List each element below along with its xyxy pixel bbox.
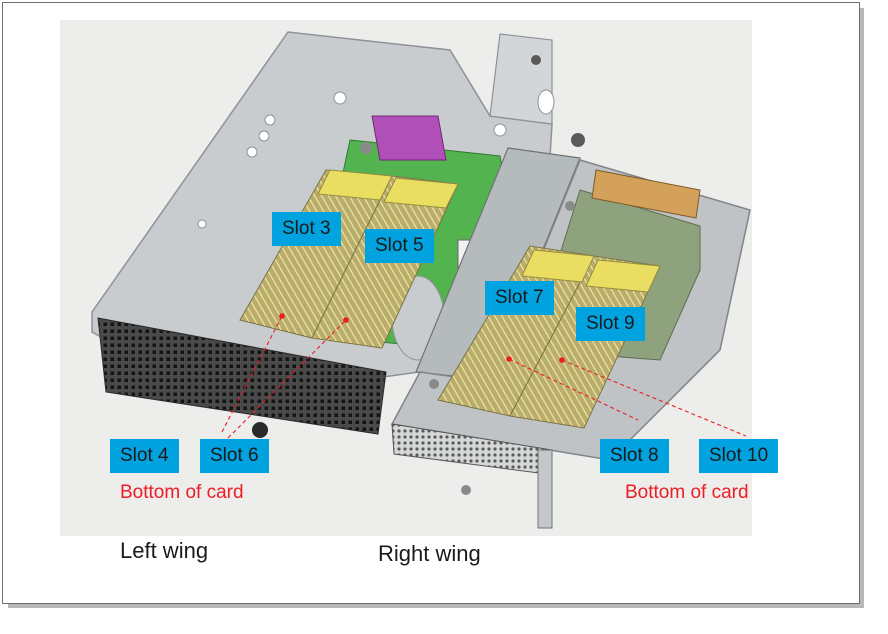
leader-slot-8 [508, 358, 639, 421]
power-connector [371, 115, 447, 161]
slot-6-label: Slot 6 [200, 439, 269, 473]
right-bracket [537, 449, 553, 529]
left-wing-caption: Left wing [120, 538, 209, 563]
leader-slot-4 [221, 315, 283, 433]
cable-strap [591, 169, 701, 219]
left-bottom-of-card-note: Bottom of card [120, 482, 244, 503]
slot-8-label: Slot 8 [600, 439, 669, 473]
slot-7-label: Slot 7 [485, 281, 554, 315]
leader-slot-10 [561, 359, 747, 437]
right-bottom-of-card-note: Bottom of card [625, 482, 749, 503]
slot-9-label: Slot 9 [576, 307, 645, 341]
slot-4-label: Slot 4 [110, 439, 179, 473]
right-wing-caption: Right wing [378, 541, 481, 566]
left-wing-vent [97, 317, 387, 435]
slot-10-label: Slot 10 [699, 439, 779, 473]
slot-3-label: Slot 3 [272, 212, 341, 246]
slot-5-label: Slot 5 [365, 229, 434, 263]
